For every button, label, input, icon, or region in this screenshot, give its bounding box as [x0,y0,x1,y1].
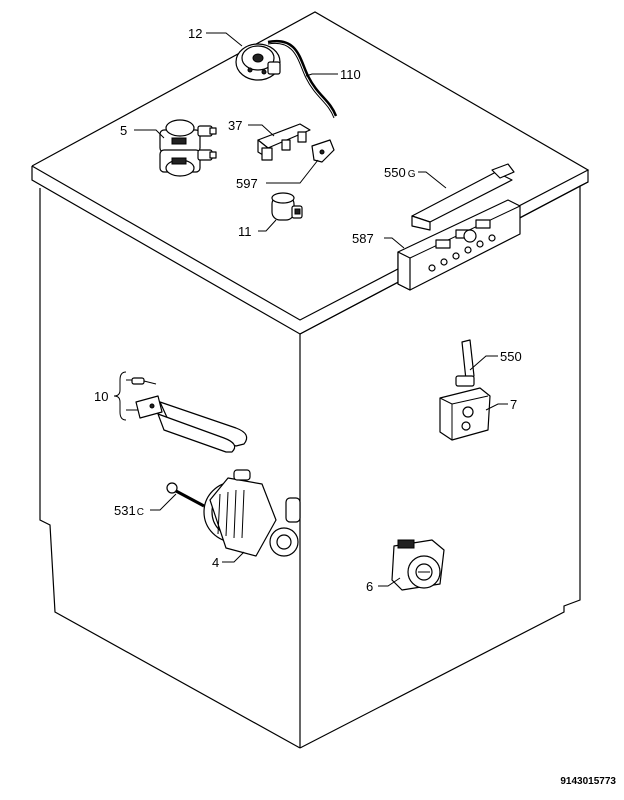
bracket-cover-part [411,163,515,231]
label-550: 550 [500,349,522,364]
label-597: 597 [236,176,258,191]
label-4: 4 [212,555,219,570]
label-5: 5 [120,123,127,138]
heating-element-part [131,377,248,453]
pressure-switch-part [235,43,281,81]
label-7: 7 [510,397,517,412]
terminal-block-part [257,123,311,161]
label-587: 587 [352,231,374,246]
control-board-part [397,199,521,291]
suppressor-part [271,192,303,221]
label-37: 37 [228,118,242,133]
label-12: 12 [188,26,202,41]
label-6: 6 [366,579,373,594]
label-10: 10 [94,389,108,404]
label-110: 110 [340,67,361,82]
label-531c: 531C [114,503,144,518]
screw-part [166,482,205,508]
leader-lines [113,32,508,587]
drawing-code: 9143015773 [560,776,616,787]
cabinet-outline [31,11,590,749]
door-lock-part [439,339,491,441]
selector-switch-part [391,539,445,591]
clip-part [311,139,335,163]
drain-pump-part [203,469,301,557]
solenoid-valve-part [159,119,217,177]
pressure-hose-part [267,39,338,119]
label-11: 11 [238,224,252,239]
